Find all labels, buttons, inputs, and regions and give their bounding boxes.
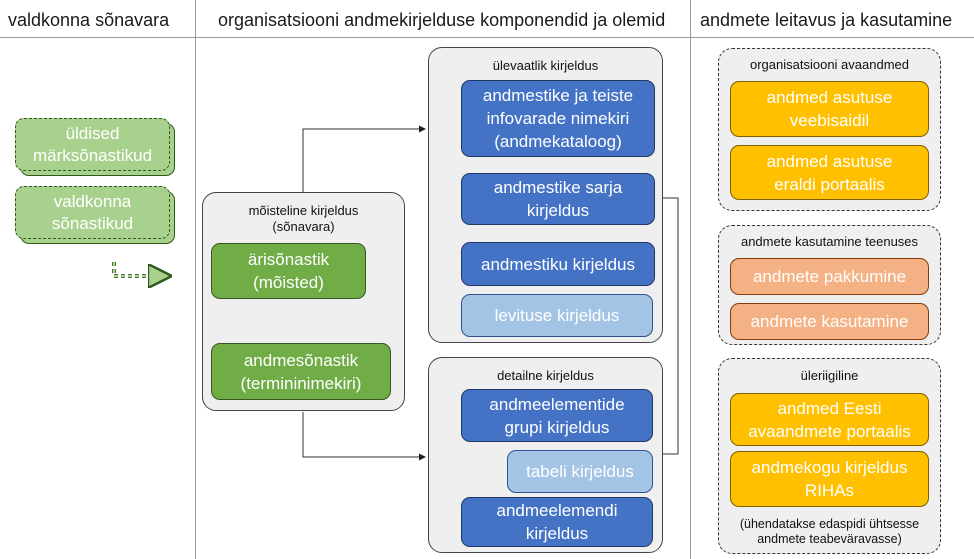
data-using-box[interactable]: andmete kasutamine <box>730 303 929 340</box>
data-element-box[interactable]: andmeelemendi kirjeldus <box>461 497 653 547</box>
national-title: üleriigiline <box>800 368 859 383</box>
line-concept-to-overview <box>302 125 426 193</box>
data-element-line2: kirjeldus <box>525 524 589 543</box>
data-glossary-box[interactable]: andmesõnastik (termininimekiri) <box>211 343 391 400</box>
agency-portal-line1: andmed asutuse <box>766 151 893 171</box>
general-keyword-lists-line2: märksõnastikud <box>32 145 153 165</box>
header-domain-vocabulary: valdkonna sõnavara <box>8 10 170 30</box>
element-group-line2: grupi kirjeldus <box>504 417 610 437</box>
line-concept-to-detailed <box>302 412 426 461</box>
data-offering-box[interactable]: andmete pakkumine <box>730 258 929 295</box>
header-rule <box>0 37 974 38</box>
dataset-description-box[interactable]: andmestiku kirjeldus <box>461 242 655 286</box>
data-using-label: andmete kasutamine <box>750 312 909 331</box>
domain-glossaries-box[interactable]: valdkonna sõnastikud <box>15 186 170 239</box>
catalog-line3: (andmekataloog) <box>494 132 622 151</box>
riha-line2: RIHAs <box>804 481 855 500</box>
riha-line1: andmekogu kirjeldus <box>751 458 908 477</box>
distribution-description-label: levituse kirjeldus <box>494 306 620 325</box>
catalog-line1: andmestike ja teiste <box>482 86 634 105</box>
org-open-data-title: organisatsiooni avaandmed <box>750 57 909 72</box>
general-keyword-lists-box[interactable]: üldised märksõnastikud <box>15 118 170 171</box>
data-glossary-line2: (termininimekiri) <box>240 373 362 393</box>
data-element-line1: andmeelemendi <box>496 501 618 520</box>
header-components: organisatsiooni andmekirjelduse komponen… <box>218 10 666 30</box>
catalog-line2: infovarade nimekiri <box>486 109 630 128</box>
table-description-label: tabeli kirjeldus <box>526 462 634 481</box>
data-offering-label: andmete pakkumine <box>752 267 907 286</box>
header-findability: andmete leitavus ja kasutamine <box>700 10 953 30</box>
conceptual-description-title: mõisteline kirjeldus (sõnavara) <box>248 203 359 234</box>
estonian-portal-box[interactable]: andmed Eesti avaandmete portaalis <box>730 393 929 446</box>
catalog-box[interactable]: andmestike ja teiste infovarade nimekiri… <box>461 80 655 157</box>
data-glossary-line1: andmesõnastik <box>243 350 359 370</box>
business-glossary-line1: ärisõnastik <box>247 250 330 269</box>
business-glossary-line2: (mõisted) <box>253 273 324 292</box>
agency-portal-box[interactable]: andmed asutuse eraldi portaalis <box>730 145 929 200</box>
riha-box[interactable]: andmekogu kirjeldus RIHAs <box>730 451 929 507</box>
agency-website-line1: andmed asutuse <box>766 88 893 107</box>
estonian-portal-line2: avaandmete portaalis <box>748 421 911 441</box>
dataset-series-box[interactable]: andmestike sarja kirjeldus <box>461 173 655 225</box>
national-note: (ühendatakse edaspidi ühtsesse andmete t… <box>739 517 920 546</box>
domain-glossaries-line2: sõnastikud <box>51 213 134 233</box>
overview-description-title: ülevaatlik kirjeldus <box>492 58 599 73</box>
dataset-series-line2: kirjeldus <box>526 201 590 220</box>
estonian-portal-line1: andmed Eesti <box>777 398 882 418</box>
detailed-description-title: detailne kirjeldus <box>497 368 594 383</box>
line-overview-to-detailed <box>655 197 679 458</box>
element-group-box[interactable]: andmeelementide grupi kirjeldus <box>461 389 653 442</box>
table-description-box[interactable]: tabeli kirjeldus <box>507 450 653 493</box>
agency-portal-line2: eraldi portaalis <box>774 174 885 194</box>
business-glossary-box[interactable]: ärisõnastik (mõisted) <box>211 243 366 299</box>
distribution-description-box[interactable]: levituse kirjeldus <box>461 294 653 337</box>
divider-left <box>195 0 196 559</box>
domain-glossaries-line1: valdkonna <box>53 191 132 211</box>
dataset-description-label: andmestiku kirjeldus <box>480 254 635 274</box>
element-group-line1: andmeelementide <box>489 394 625 414</box>
divider-right <box>690 0 691 559</box>
general-keyword-lists-line1: üldised <box>65 123 120 143</box>
service-use-title: andmete kasutamine teenuses <box>740 234 919 249</box>
dataset-series-line1: andmestike sarja <box>493 178 623 197</box>
agency-website-line2: veebisaidil <box>789 111 870 130</box>
green-dashed-arrow <box>112 262 168 276</box>
agency-website-box[interactable]: andmed asutuse veebisaidil <box>730 81 929 137</box>
